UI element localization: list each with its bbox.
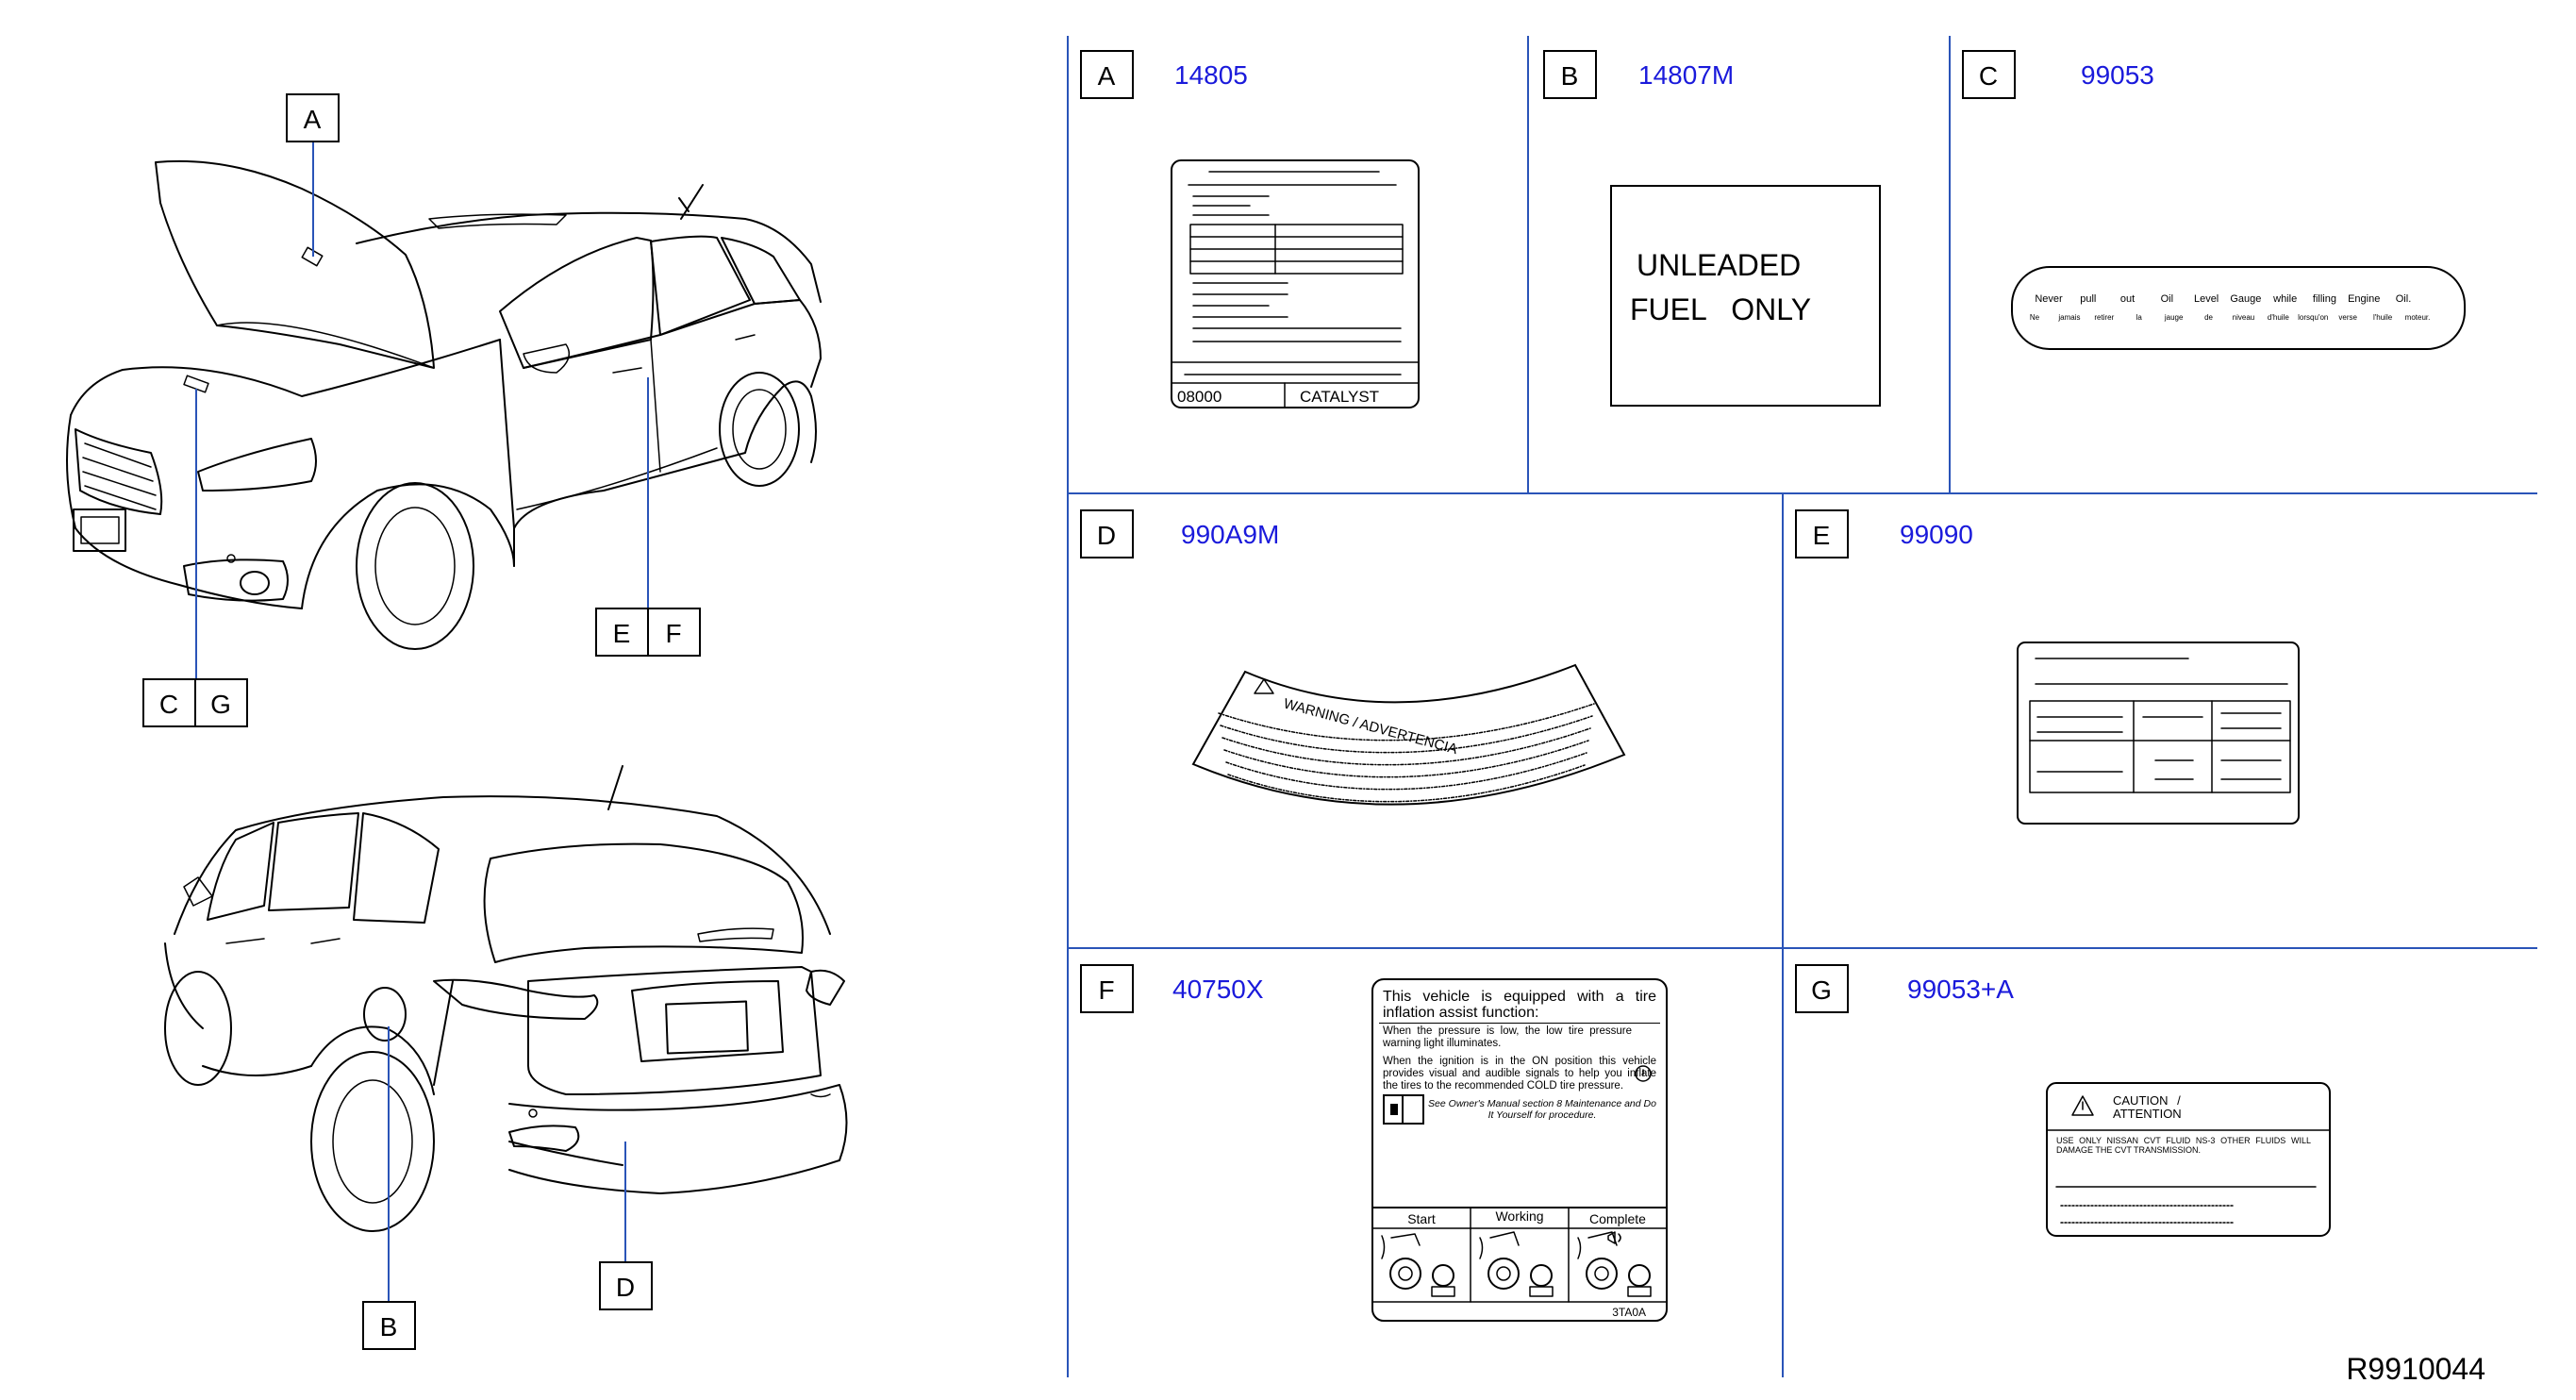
label-C-word: de bbox=[2204, 313, 2213, 322]
label-C-english-text: Never pull out Oil Level Gauge while filling Eng… bbox=[2035, 293, 2411, 305]
front-callouts: A C G E F bbox=[142, 93, 701, 727]
step-working: Working bbox=[1495, 1208, 1543, 1224]
panel-F: F 40750X This vehicle is equipped with a… bbox=[1080, 964, 1668, 1322]
callout-B: B bbox=[380, 1312, 398, 1342]
label-B-illustration bbox=[1610, 185, 1881, 407]
part-number-F: 40750X bbox=[1172, 975, 1264, 1004]
label-A-catalyst: CATALYST bbox=[1300, 388, 1379, 406]
label-D-fine-print-line bbox=[1218, 703, 1595, 742]
engine-label-marker bbox=[183, 375, 209, 393]
horn-icon bbox=[1607, 1231, 1621, 1244]
panel-D: D 990A9M WARNING / ADVERTENCIA bbox=[1080, 509, 1626, 806]
label-C-word: l'huile bbox=[2373, 313, 2393, 322]
callout-C: C bbox=[159, 690, 178, 719]
panel-letter-B: B bbox=[1561, 61, 1579, 91]
label-G-caution: CAUTION / ATTENTION bbox=[2113, 1094, 2182, 1121]
label-C-word: lorsqu'on bbox=[2298, 313, 2328, 322]
step-complete: Complete bbox=[1589, 1211, 1646, 1226]
label-C-word: Ne bbox=[2030, 313, 2040, 322]
part-number-E: 99090 bbox=[1900, 520, 1973, 549]
label-C-word: verse bbox=[2338, 313, 2357, 322]
tire-inflation-icons bbox=[1381, 1231, 1652, 1297]
label-C-word: d'huile bbox=[2268, 313, 2289, 322]
label-B-line1: UNLEADED bbox=[1637, 248, 1801, 282]
label-C-word: niveau bbox=[2233, 313, 2255, 322]
part-number-C: 99053 bbox=[2081, 60, 2154, 90]
callout-D: D bbox=[616, 1273, 635, 1302]
label-F-manual-note: See Owner's Manual section 8 Maintenance… bbox=[1428, 1098, 1656, 1121]
label-C-word: Never bbox=[2035, 293, 2063, 305]
manual-book-icon bbox=[1383, 1094, 1424, 1125]
label-F-paragraph-2: When the ignition is in the ON position … bbox=[1383, 1056, 1656, 1092]
label-F-title: This vehicle is equipped with a tire inf… bbox=[1379, 989, 1660, 1024]
label-D-illustration: WARNING / ADVERTENCIA bbox=[1191, 663, 1626, 806]
label-C-word: Oil bbox=[2161, 293, 2173, 305]
label-G-text: USE ONLY NISSAN CVT FLUID NS-3 OTHER FLU… bbox=[2056, 1136, 2311, 1155]
rear-callouts: B D bbox=[362, 1026, 653, 1350]
label-A-code: 08000 bbox=[1177, 388, 1222, 406]
label-C-french-text: Ne jamais retirer la jauge de niveau d'huile lor… bbox=[2030, 313, 2430, 322]
label-C-word: Oil. bbox=[2396, 293, 2412, 305]
label-G-illustration: CAUTION / ATTENTION USE ONLY NISSAN CVT … bbox=[2046, 1082, 2331, 1237]
callout-E: E bbox=[613, 619, 631, 648]
panel-G: G 99053+A CAUTION / ATTENTION USE ONLY N… bbox=[1795, 964, 2331, 1237]
label-C-word: jamais bbox=[2057, 313, 2080, 322]
tire-pressure-warning-icon bbox=[1635, 1065, 1652, 1082]
label-C-word: moteur. bbox=[2405, 313, 2431, 322]
panel-letter-D: D bbox=[1097, 521, 1116, 550]
hood-label-marker bbox=[301, 246, 324, 267]
callout-G: G bbox=[210, 690, 231, 719]
panel-grid bbox=[1067, 36, 2537, 1377]
part-number-G: 99053+A bbox=[1907, 975, 2014, 1004]
label-F-illustration: This vehicle is equipped with a tire inf… bbox=[1371, 978, 1668, 1322]
part-number-D: 990A9M bbox=[1181, 520, 1279, 549]
front-vehicle-illustration bbox=[66, 159, 822, 650]
panel-letter-G: G bbox=[1811, 975, 1832, 1005]
panel-letter-A: A bbox=[1098, 61, 1116, 91]
label-B-line2: FUEL ONLY bbox=[1630, 292, 1811, 326]
step-start: Start bbox=[1407, 1211, 1436, 1226]
label-F-paragraph-1: When the pressure is low, the low tire p… bbox=[1383, 1025, 1632, 1049]
label-C-word: jauge bbox=[2164, 313, 2184, 322]
panel-E: E 99090 bbox=[1795, 509, 2300, 825]
label-C-word: Level bbox=[2194, 293, 2219, 305]
label-C-word: Gauge bbox=[2230, 293, 2261, 305]
panel-C: C 99053 Never pull out Oil Level Gauge while fi… bbox=[1962, 50, 2466, 350]
label-C-word: retirer bbox=[2094, 313, 2114, 322]
label-D-fine-print-line bbox=[1220, 715, 1593, 754]
label-C-word: filling bbox=[2313, 293, 2336, 305]
panel-letter-E: E bbox=[1813, 521, 1831, 550]
label-F-code: 3TA0A bbox=[1612, 1306, 1646, 1319]
label-C-word: while bbox=[2272, 293, 2297, 305]
callout-F: F bbox=[665, 619, 681, 648]
label-D-fine-print-line bbox=[1222, 727, 1591, 766]
label-C-word: out bbox=[2120, 293, 2135, 305]
label-C-word: Engine bbox=[2348, 293, 2380, 305]
part-number-B: 14807M bbox=[1638, 60, 1734, 90]
callout-A: A bbox=[304, 105, 322, 134]
label-C-word: la bbox=[2136, 313, 2143, 322]
label-E-illustration bbox=[2017, 642, 2300, 825]
label-D-fine-print-line bbox=[1223, 740, 1589, 778]
panel-A: A 14805 08000 CATALYST bbox=[1080, 50, 1420, 408]
label-C-illustration bbox=[2011, 266, 2466, 350]
caution-triangle-icon bbox=[2071, 1095, 2094, 1116]
part-number-A: 14805 bbox=[1174, 60, 1248, 90]
panel-B: B 14807M UNLEADED FUEL ONLY bbox=[1543, 50, 1881, 407]
label-A-illustration: 08000 CATALYST bbox=[1171, 159, 1420, 408]
label-C-word: pull bbox=[2080, 293, 2096, 305]
label-D-fine-print-line bbox=[1227, 764, 1586, 803]
panel-letter-C: C bbox=[1979, 61, 1998, 91]
rear-vehicle-illustration bbox=[164, 765, 848, 1232]
panel-letter-F: F bbox=[1098, 975, 1114, 1005]
diagram-id: R9910044 bbox=[2346, 1352, 2485, 1386]
label-D-fine-print-line bbox=[1225, 752, 1587, 791]
